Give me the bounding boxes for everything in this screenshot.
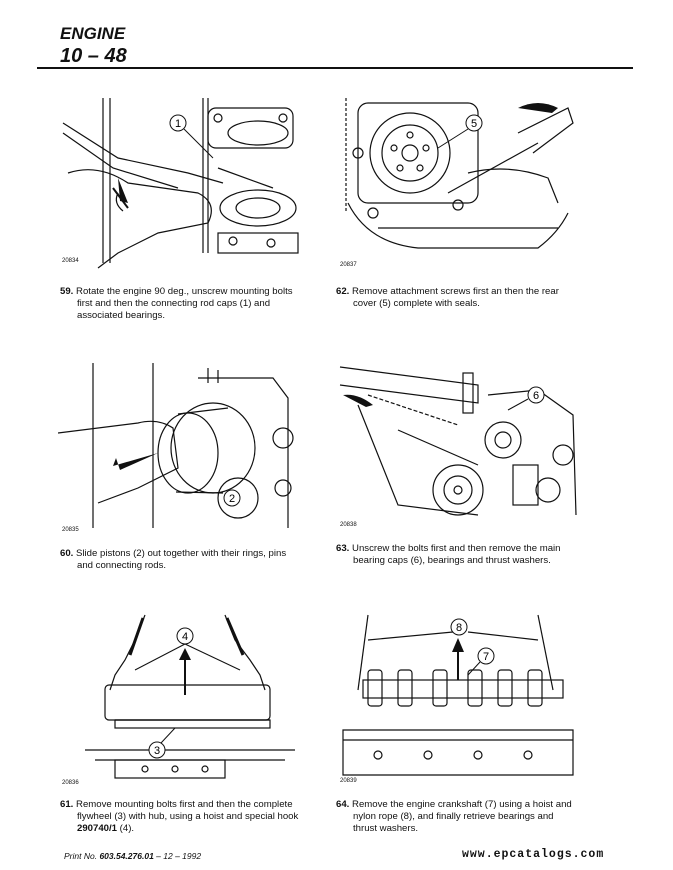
figure-62: 5 bbox=[338, 93, 578, 268]
figure-64: 8 7 bbox=[338, 610, 578, 785]
page-number: 10 – 48 bbox=[60, 45, 127, 67]
callout-7: 7 bbox=[483, 651, 489, 663]
callout-6: 6 bbox=[533, 390, 539, 402]
caption-59: 59. Rotate the engine 90 deg., unscrew m… bbox=[60, 286, 293, 321]
figure-59: 1 bbox=[58, 93, 308, 273]
caption-60: 60. Slide pistons (2) out together with … bbox=[60, 548, 287, 571]
header-rule bbox=[37, 67, 633, 69]
figure-id: 20837 bbox=[340, 262, 357, 268]
caption-64: 64. Remove the engine crankshaft (7) usi… bbox=[336, 799, 572, 834]
callout-2: 2 bbox=[229, 493, 235, 505]
figure-60: 2 bbox=[58, 358, 303, 533]
caption-63: 63. Unscrew the bolts first and then rem… bbox=[336, 543, 561, 566]
print-number: Print No. 603.54.276.01 – 12 – 1992 bbox=[64, 851, 202, 861]
callout-4: 4 bbox=[182, 631, 188, 643]
caption-61: 61. Remove mounting bolts first and then… bbox=[60, 799, 299, 834]
figure-id: 20838 bbox=[340, 522, 357, 528]
figure-id: 20834 bbox=[62, 258, 79, 264]
site-watermark: www.epcatalogs.com bbox=[462, 848, 605, 861]
callout-1: 1 bbox=[175, 118, 181, 130]
figure-id: 20835 bbox=[62, 527, 79, 533]
section-title: ENGINE bbox=[60, 24, 126, 43]
callout-3: 3 bbox=[154, 745, 160, 757]
callout-5: 5 bbox=[471, 118, 477, 130]
figure-id: 20839 bbox=[340, 778, 357, 784]
figure-63: 6 bbox=[338, 355, 578, 530]
callout-8: 8 bbox=[456, 622, 462, 634]
caption-62: 62. Remove attachment screws first an th… bbox=[336, 286, 559, 309]
figure-61: 4 3 bbox=[75, 610, 305, 785]
figure-id: 20836 bbox=[62, 780, 79, 786]
